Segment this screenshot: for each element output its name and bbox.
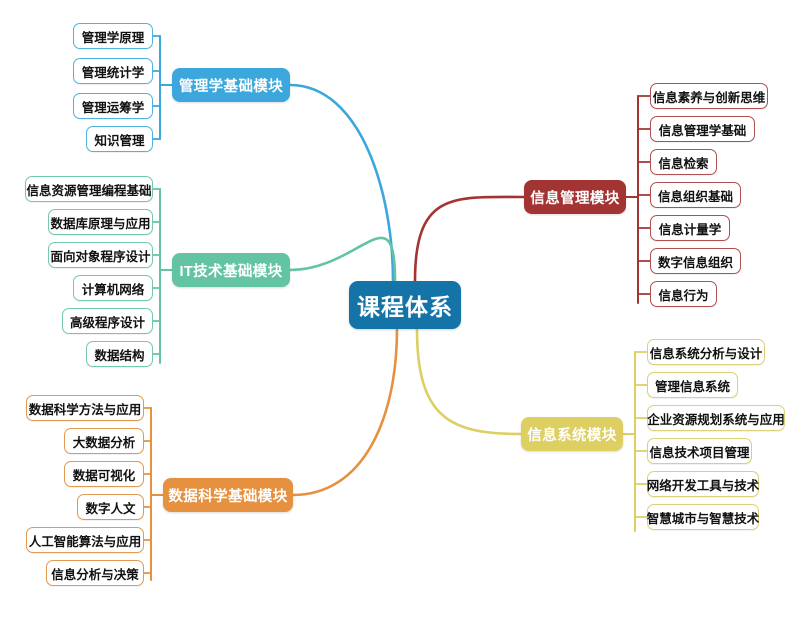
connector	[291, 327, 399, 497]
leaf-node[interactable]: 智慧城市与智慧技术	[647, 504, 759, 530]
leaf-node[interactable]: 面向对象程序设计	[48, 242, 153, 268]
leaf-node[interactable]: 人工智能算法与应用	[26, 527, 144, 553]
leaf-node[interactable]: 高级程序设计	[62, 308, 153, 334]
module-node-infosystem[interactable]: 信息系统模块	[521, 417, 623, 451]
module-node-management[interactable]: 管理学基础模块	[172, 68, 290, 102]
leaf-node[interactable]: 信息资源管理编程基础	[25, 176, 153, 202]
leaf-node[interactable]: 信息技术项目管理	[647, 438, 752, 464]
connector	[413, 195, 526, 283]
module-node-infomanagement[interactable]: 信息管理模块	[524, 180, 626, 214]
leaf-node[interactable]: 信息管理学基础	[650, 116, 755, 142]
root-node[interactable]: 课程体系	[349, 281, 461, 329]
leaf-node[interactable]: 信息素养与创新思维	[650, 83, 768, 109]
leaf-node[interactable]: 管理学原理	[73, 23, 153, 49]
leaf-node[interactable]: 数据库原理与应用	[48, 209, 153, 235]
leaf-node[interactable]: 大数据分析	[64, 428, 144, 454]
leaf-node[interactable]: 管理统计学	[73, 58, 153, 84]
leaf-node[interactable]: 信息组织基础	[650, 182, 741, 208]
leaf-node[interactable]: 数据可视化	[64, 461, 144, 487]
leaf-node[interactable]: 信息行为	[650, 281, 717, 307]
module-node-datascience[interactable]: 数据科学基础模块	[163, 478, 293, 512]
connector	[288, 83, 395, 283]
leaf-node[interactable]: 管理信息系统	[647, 372, 738, 398]
module-node-it[interactable]: IT技术基础模块	[172, 253, 290, 287]
connector	[415, 327, 523, 436]
leaf-node[interactable]: 数据科学方法与应用	[26, 395, 144, 421]
leaf-node[interactable]: 数字人文	[77, 494, 144, 520]
leaf-node[interactable]: 数字信息组织	[650, 248, 741, 274]
connector	[288, 236, 397, 283]
leaf-node[interactable]: 计算机网络	[73, 275, 153, 301]
leaf-node[interactable]: 信息计量学	[650, 215, 730, 241]
leaf-node[interactable]: 信息检索	[650, 149, 717, 175]
leaf-node[interactable]: 管理运筹学	[73, 93, 153, 119]
leaf-node[interactable]: 数据结构	[86, 341, 153, 367]
leaf-node[interactable]: 信息分析与决策	[46, 560, 144, 586]
leaf-node[interactable]: 网络开发工具与技术	[647, 471, 759, 497]
leaf-node[interactable]: 信息系统分析与设计	[647, 339, 765, 365]
leaf-node[interactable]: 知识管理	[86, 126, 153, 152]
leaf-node[interactable]: 企业资源规划系统与应用	[647, 405, 785, 431]
